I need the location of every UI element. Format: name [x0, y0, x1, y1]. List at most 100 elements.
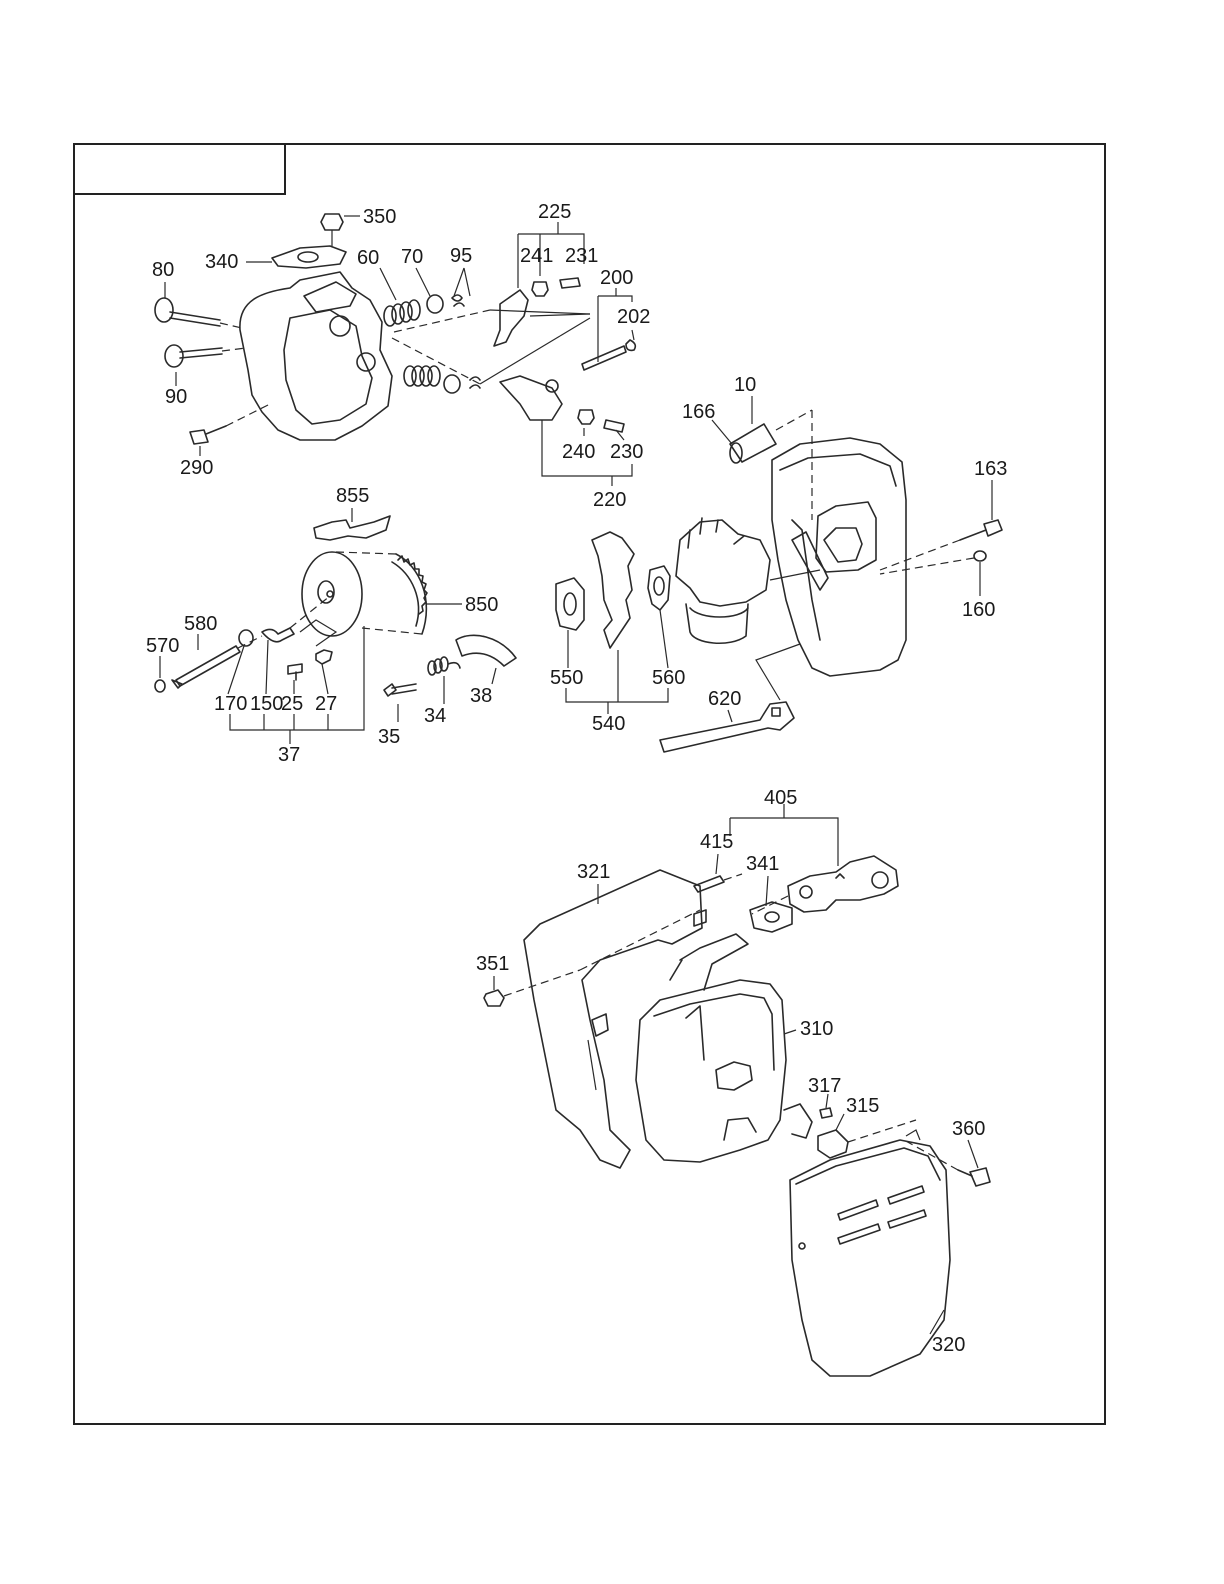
callout-540: 540	[592, 713, 625, 735]
spring-38	[315, 649, 333, 665]
callout-360: 360	[952, 1118, 985, 1140]
callout-80: 80	[152, 259, 174, 281]
callout-550: 550	[550, 667, 583, 689]
callout-35: 150	[250, 693, 283, 715]
bolt-290	[189, 429, 209, 445]
callout-60: 60	[357, 247, 379, 269]
callout-855: 10	[734, 374, 756, 396]
callout-850: 166	[682, 401, 715, 423]
stud-415	[693, 875, 725, 893]
bracket-620	[659, 701, 795, 753]
nut-241	[531, 281, 549, 297]
cylinder-head	[239, 271, 393, 441]
callout-160: 38	[470, 685, 492, 707]
gasket-550	[555, 577, 585, 631]
callout-241: 241	[520, 245, 553, 267]
gear-group	[154, 515, 517, 697]
muffler-protector-320	[789, 1139, 951, 1377]
governor-shaft-25	[175, 645, 241, 687]
gasket-341	[749, 901, 793, 933]
callout-560: 560	[652, 667, 685, 689]
callout-27: 570	[146, 635, 179, 657]
nut-240	[577, 409, 595, 425]
collet-95	[451, 294, 465, 307]
flyweight-160	[455, 634, 517, 667]
insulator	[591, 531, 635, 649]
callout-220: 220	[593, 489, 626, 511]
carburetor	[675, 519, 771, 607]
nut-350	[320, 213, 344, 231]
callout-166: 35	[378, 726, 400, 748]
callout-170: 855	[336, 485, 369, 507]
gasket-340	[271, 245, 347, 269]
callout-351: 351	[476, 953, 509, 975]
title-box	[73, 143, 286, 195]
callout-95: 95	[450, 245, 472, 267]
rocker-shaft-200	[581, 345, 627, 371]
callout-163: 34	[424, 705, 446, 727]
callout-70: 70	[401, 246, 423, 268]
callout-25: 580	[184, 613, 217, 635]
governor-arm-35	[261, 627, 295, 643]
callout-317: 317	[808, 1075, 841, 1097]
retainer-70	[426, 294, 444, 314]
callout-570: 160	[962, 599, 995, 621]
callout-340: 340	[205, 251, 238, 273]
screw-317	[819, 1107, 833, 1119]
muffler-cover-321	[523, 869, 703, 1169]
callout-37: 170	[214, 693, 247, 715]
bracket-170	[313, 515, 391, 541]
rocker-arm-225	[493, 289, 529, 347]
adjust-screw-230	[603, 419, 625, 433]
exhaust-pipe-405	[787, 855, 899, 913]
callout-38: 27	[315, 693, 337, 715]
callout-580: 163	[974, 458, 1007, 480]
callout-310: 310	[800, 1018, 833, 1040]
callout-10: 37	[278, 744, 300, 766]
callout-620: 620	[708, 688, 741, 710]
valve-90	[164, 344, 184, 368]
nut-351	[483, 989, 505, 1007]
gear-150	[301, 551, 428, 637]
rocker-arm-220	[499, 375, 563, 421]
muffler-310	[635, 979, 787, 1163]
callout-230: 230	[610, 441, 643, 463]
callout-90: 90	[165, 386, 187, 408]
circlip-37	[238, 629, 254, 647]
breather-tube-855	[729, 423, 777, 463]
pin-166	[383, 683, 397, 697]
callout-231: 231	[565, 245, 598, 267]
callout-240: 240	[562, 441, 595, 463]
valve-80	[154, 297, 174, 323]
callout-150: 850	[465, 594, 498, 616]
gasket-560	[647, 565, 671, 611]
callout-315: 315	[846, 1095, 879, 1117]
valve-spring-lower	[403, 365, 441, 387]
callout-290: 290	[180, 457, 213, 479]
callout-341: 341	[746, 853, 779, 875]
spark-arrester-315	[817, 1129, 849, 1159]
callout-202: 202	[617, 306, 650, 328]
bolt-360	[969, 1167, 991, 1187]
carburetor-group	[555, 409, 1003, 753]
muffler-group	[483, 855, 991, 1377]
bolt-580	[983, 519, 1003, 537]
diagram-frame	[73, 143, 1106, 1425]
spring-163	[427, 656, 461, 676]
callout-350: 350	[363, 206, 396, 228]
callout-200: 200	[600, 267, 633, 289]
valve-spring-60	[383, 299, 421, 327]
callout-415: 415	[700, 831, 733, 853]
cylinder-head-group	[154, 213, 637, 445]
callout-405: 405	[764, 787, 797, 809]
callout-225: 225	[538, 201, 571, 223]
callout-321: 321	[577, 861, 610, 883]
washer-570	[973, 550, 987, 562]
washer-27	[154, 679, 166, 693]
callout-34: 25	[281, 693, 303, 715]
air-cleaner-case	[771, 437, 907, 677]
clip-202	[625, 339, 637, 352]
callout-320: 320	[932, 1334, 965, 1356]
pin-34	[287, 663, 303, 675]
